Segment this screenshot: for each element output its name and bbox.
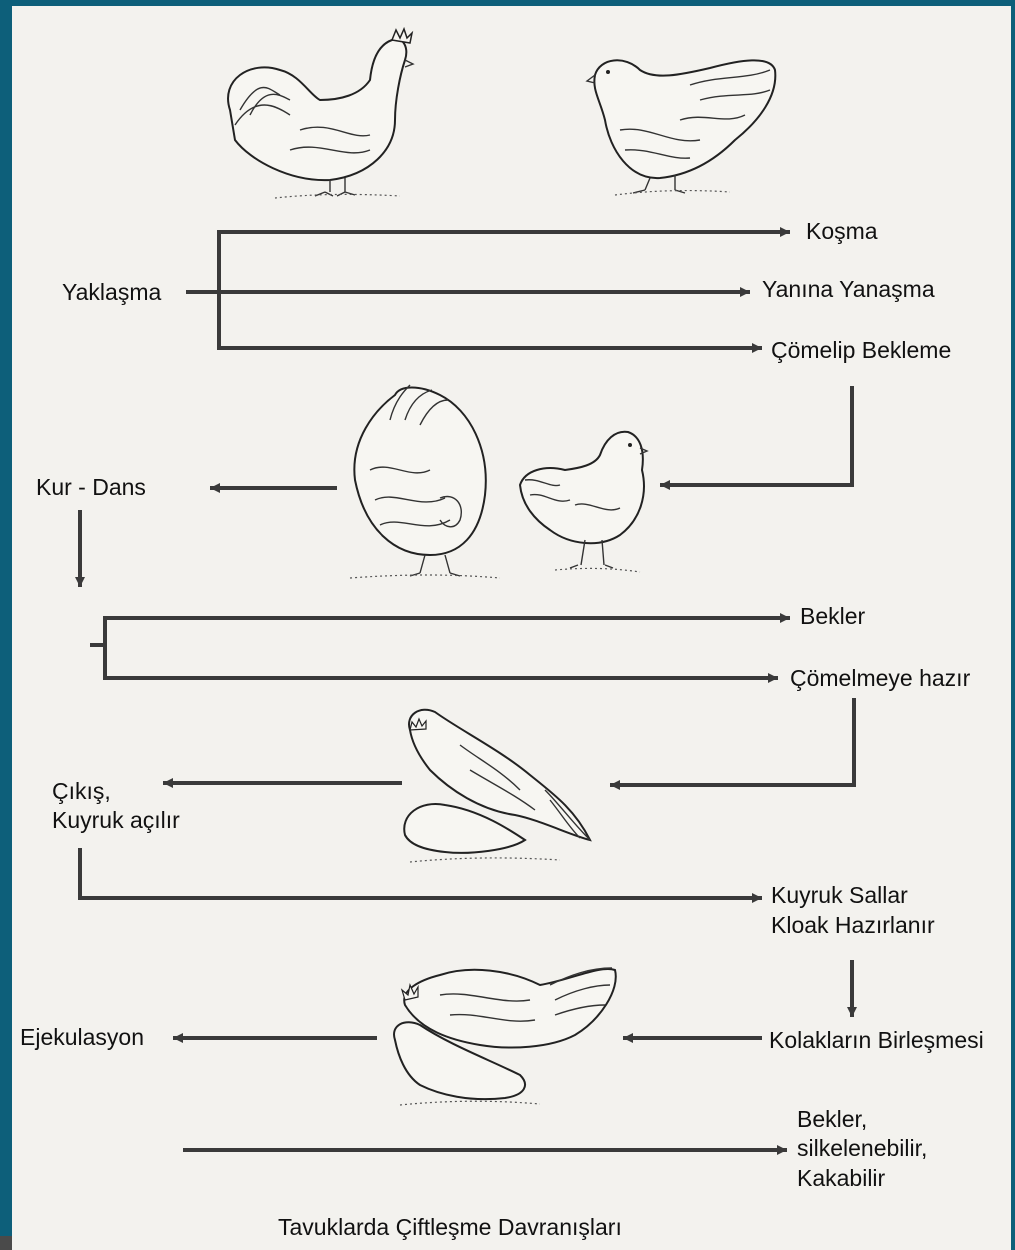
diagram-caption: Tavuklarda Çiftleşme Davranışları	[278, 1212, 622, 1242]
label-ejekulasyon: Ejekulasyon	[20, 1022, 144, 1052]
label-kakabilir: Kakabilir	[797, 1163, 885, 1193]
hen-illustration	[587, 60, 775, 195]
label-silkelenebilir: silkelenebilir,	[797, 1133, 927, 1163]
label-cikis: Çıkış,	[52, 776, 111, 806]
mating-pair-illustration	[394, 968, 616, 1105]
label-kuyruk-acilir: Kuyruk açılır	[52, 805, 180, 835]
label-yanina-yanasma: Yanına Yanaşma	[762, 274, 935, 304]
label-kosma: Koşma	[806, 216, 878, 246]
label-kur-dans: Kur - Dans	[36, 472, 146, 502]
label-bekler: Bekler	[800, 601, 865, 631]
label-final-bekler: Bekler,	[797, 1104, 867, 1134]
label-kuyruk-sallar: Kuyruk Sallar	[771, 880, 908, 910]
label-kolaklarin-birlesmesi: Kolakların Birleşmesi	[769, 1025, 984, 1055]
label-kloak-hazirlanir: Kloak Hazırlanır	[771, 910, 935, 940]
label-comelmeye-hazir: Çömelmeye hazır	[790, 663, 970, 693]
waiting-hen-illustration	[520, 432, 647, 572]
rooster-illustration	[228, 29, 413, 198]
mounting-pair-illustration	[404, 710, 590, 862]
label-comelip-bekleme: Çömelip Bekleme	[771, 335, 951, 365]
courting-rooster-illustration	[350, 385, 500, 578]
label-yaklasma: Yaklaşma	[62, 277, 161, 307]
rooster-comb-icon	[392, 29, 412, 43]
